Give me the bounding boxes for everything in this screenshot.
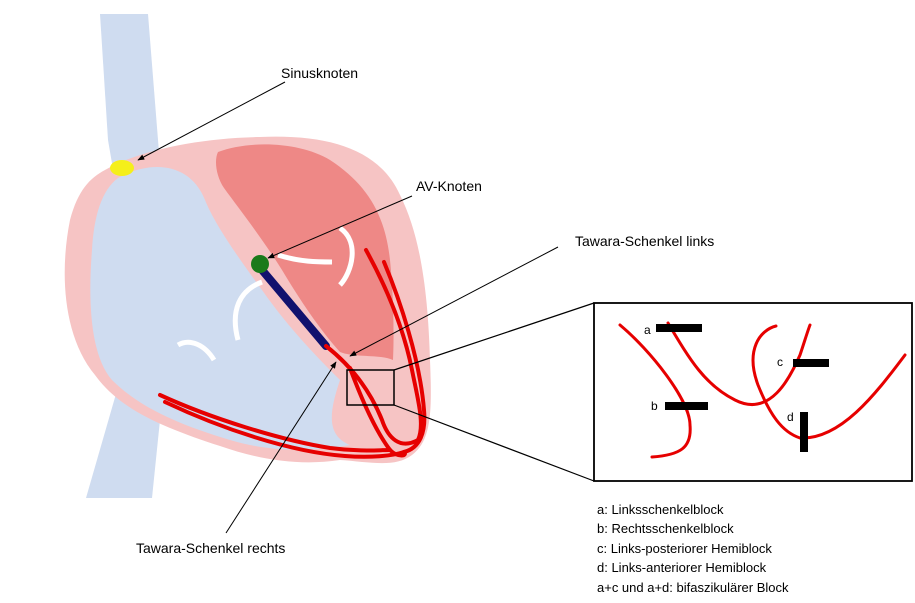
block-bar-c: [793, 359, 829, 367]
block-label-d: d: [787, 410, 794, 424]
block-label-b: b: [651, 399, 658, 413]
legend-item-c: c: Links-posteriorer Hemiblock: [597, 539, 789, 558]
legend-item-b: b: Rechtsschenkelblock: [597, 519, 789, 538]
zoom-line-bottom: [394, 405, 594, 481]
sinus-node: [110, 160, 134, 176]
legend: a: Linksschenkelblock b: Rechtsschenkelb…: [597, 500, 789, 597]
label-av-node: AV-Knoten: [416, 178, 482, 194]
legend-item-a: a: Linksschenkelblock: [597, 500, 789, 519]
legend-item-bifascicular: a+c und a+d: bifaszikulärer Block: [597, 578, 789, 597]
av-node: [251, 255, 269, 273]
block-bar-a: [656, 324, 702, 332]
legend-item-d: d: Links-anteriorer Hemiblock: [597, 558, 789, 577]
inset-box: [594, 303, 912, 481]
block-label-c: c: [777, 355, 783, 369]
label-left-bundle: Tawara-Schenkel links: [575, 233, 714, 249]
block-label-a: a: [644, 323, 651, 337]
label-right-bundle: Tawara-Schenkel rechts: [136, 540, 285, 556]
block-bar-d: [800, 412, 808, 452]
block-bar-b: [665, 402, 708, 410]
label-sinus-node: Sinusknoten: [281, 65, 358, 81]
